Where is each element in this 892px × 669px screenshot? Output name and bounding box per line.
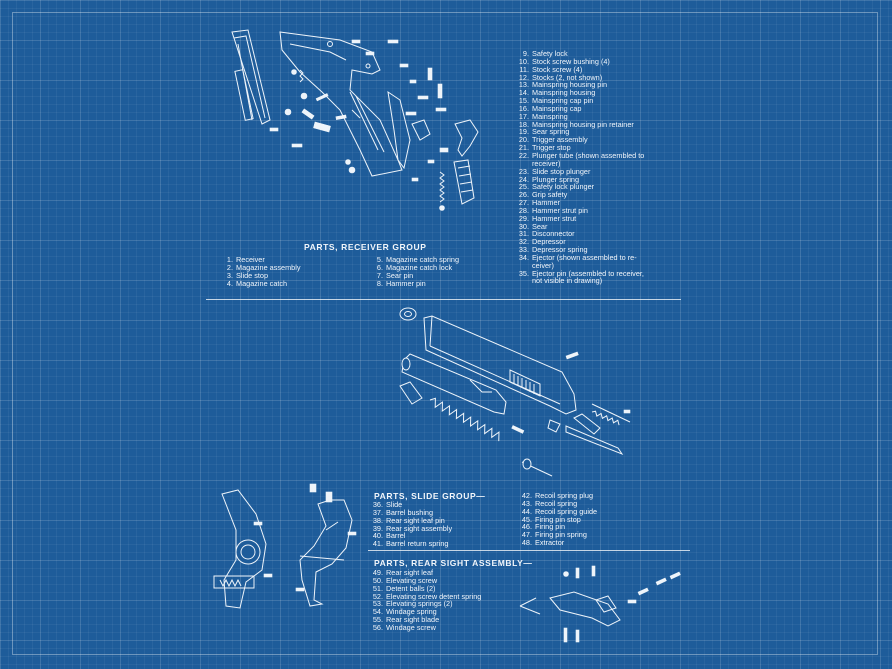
list-item: 31.Disconnector [518,229,575,239]
rear-sight-parts-list: 49.Rear sight leaf 50.Elevating screw 51… [369,569,481,632]
slide-parts-list-a: 36.Slide 37.Barrel bushing 38.Rear sight… [369,501,452,548]
list-item: 41.Barrel return spring [372,539,449,549]
slide-group-title: PARTS, SLIDE GROUP— [374,491,486,501]
list-item: 29.Hammer strut [518,213,577,223]
receiver-frame-part [279,31,403,177]
list-item: 38.Rear sight leaf pin [372,515,445,525]
recoil-spring-plug-part [399,381,423,405]
list-item: 21.Trigger stop [518,143,571,153]
slide-parts-list-b: 42.Recoil spring plug 43.Recoil spring 4… [518,492,597,547]
mainspring-housing-part [453,159,475,205]
small-pins [269,39,449,211]
list-item: 26.Grip safety [518,190,568,200]
slide-part [423,315,577,415]
list-item: 5.Magazine catch spring [376,255,460,264]
list-item: 35.Ejector pin (assembled to receiver, [518,268,644,278]
list-item: 39.Rear sight assembly [372,523,453,533]
list-item: 44.Recoil spring guide [521,506,598,516]
list-item: 3.Slide stop [226,270,269,280]
blueprint-frame [12,12,878,655]
list-item: 16.Mainspring cap [518,103,582,113]
list-item: 52.Elevating screw detent spring [372,591,482,601]
list-item: 4.Magazine catch [226,278,288,288]
plunger-spring-part [299,69,304,83]
list-item: 25.Safety lock plunger [518,182,595,192]
list-item: 46.Firing pin [521,522,566,532]
list-item: 51.Detent balls (2) [372,583,436,593]
receiver-group-drawing [231,29,479,211]
recoil-spring-part [429,397,500,442]
receiver-parts-list-c: 9.Safety lock 10.Stock screw bushing (4)… [515,49,645,286]
list-item: 10.Stock screw bushing (4) [518,56,610,66]
list-item: 37.Barrel bushing [372,507,434,517]
recoil-spring-guide-part [521,458,553,477]
section-divider [368,550,690,551]
section-divider [206,299,681,300]
list-item: 54.Windage spring [372,607,437,617]
list-item: 50.Elevating screw [372,575,438,585]
magazine-part [231,29,271,125]
receiver-parts-list-a: 1.Receiver 2.Magazine assembly 3.Slide s… [219,256,301,287]
list-item: 15.Mainspring cap pin [518,96,594,106]
list-item: 33.Depressor spring [518,245,588,255]
rear-sight-title: PARTS, REAR SIGHT ASSEMBLY— [374,558,533,568]
list-item: 55.Rear sight blade [372,615,440,625]
list-item: 2.Magazine assembly [226,262,301,272]
list-item: not visible in drawing) [532,276,603,286]
list-item: 20.Trigger assembly [518,135,588,145]
list-item: 11.Stock screw (4) [519,64,583,74]
rear-sight-drawing [519,565,681,643]
barrel-part [401,353,507,415]
list-item: 7.Sear pin [376,270,414,280]
list-item: 12.Stocks (2, not shown) [518,72,603,82]
list-item: 19.Sear spring [518,127,570,137]
trigger-part [411,119,431,141]
list-item: 6.Magazine catch lock [376,262,453,272]
list-item: 56.Windage screw [372,622,436,632]
list-item: 34.Ejector (shown assembled to re- [518,252,637,262]
list-item: ceiver) [532,260,554,270]
list-item: 22.Plunger tube (shown assembled to [518,150,645,160]
list-item: 1.Receiver [226,255,265,264]
list-item: 43.Recoil spring [521,498,578,508]
list-item: 32.Depressor [518,237,566,247]
list-item: 13.Mainspring housing pin [518,80,608,90]
list-item: 28.Hammer strut pin [518,205,588,215]
list-item: 48.Extractor [521,538,565,548]
list-item: 9.Safety lock [522,49,568,58]
list-item: 40.Barrel [372,531,406,541]
list-item: 36.Slide [372,500,403,509]
firing-pin-parts [511,351,631,456]
list-item: 27.Hammer [518,198,560,208]
list-item: 24.Plunger spring [518,174,580,184]
list-item: 23.Slide stop plunger [518,166,591,176]
list-item: 53.Elevating springs (2) [372,599,453,609]
receiver-group-title: PARTS, RECEIVER GROUP [304,242,427,252]
list-item: 17.Mainspring [518,111,568,121]
barrel-bushing-part [399,307,417,321]
mainspring-part [439,171,445,203]
list-item: 18.Mainspring housing pin retainer [518,119,634,129]
hammer-part [454,119,479,157]
list-item: 30.Sear [518,221,548,231]
disconnector-detail-drawing [295,483,357,607]
list-item: 45.Firing pin stop [521,514,581,524]
list-item: 8.Hammer pin [376,278,426,288]
receiver-parts-list-b: 5.Magazine catch spring 6.Magazine catch… [369,256,459,287]
slide-group-drawing [399,307,631,477]
list-item: 49.Rear sight leaf [372,568,434,577]
grip-safety-part [387,90,411,170]
list-item: receiver) [532,158,561,168]
hammer-sear-detail-drawing [213,489,273,609]
list-item: 42.Recoil spring plug [521,491,594,500]
list-item: 14.Mainspring housing [518,88,596,98]
list-item: 47.Firing pin spring [521,530,587,540]
